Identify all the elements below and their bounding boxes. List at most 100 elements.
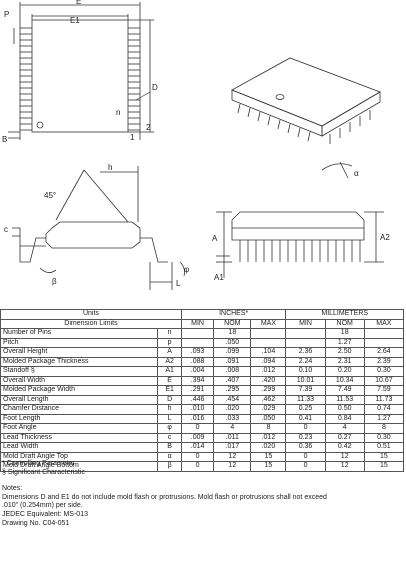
dimension-name: Chamfer Distance	[0, 404, 159, 415]
dimension-in-nom: .033	[213, 413, 252, 424]
top-view-right-leads	[128, 27, 140, 131]
notes-heading: Notes:	[2, 485, 23, 493]
in-min-header: MIN	[180, 318, 215, 329]
dimension-mm-min: 0.36	[285, 442, 326, 453]
dimension-mm-nom: 18	[324, 328, 365, 339]
dimension-in-nom: .020	[213, 404, 252, 415]
dimension-mm-max: 10.67	[363, 375, 405, 386]
dimension-symbol: h	[157, 404, 182, 415]
package-drawing: E E1 P D B n 1 2 h 45° c β φ L α A A1 A2	[2, 0, 390, 290]
dimension-name: Molded Package Width	[0, 385, 159, 396]
label-alpha: α	[354, 169, 359, 178]
dimension-in-max: .420	[250, 375, 287, 386]
dimension-mm-max: 15	[363, 451, 405, 462]
label-e1: E1	[70, 16, 80, 25]
dimension-in-min: .004	[180, 366, 215, 377]
dimension-in-nom: 4	[213, 423, 252, 434]
dimension-mm-nom: 4	[324, 423, 365, 434]
dimension-in-max: .020	[250, 442, 287, 453]
dimension-symbol: A1	[157, 366, 182, 377]
label-45: 45°	[44, 191, 56, 200]
dimension-mm-max: 11.73	[363, 394, 405, 405]
dimension-in-nom: 18	[213, 328, 252, 339]
dimension-symbol: L	[157, 413, 182, 424]
dimension-name: Lead Thickness	[0, 432, 159, 443]
label-two: 2	[146, 123, 151, 132]
dimension-mm-min: 7.39	[285, 385, 326, 396]
top-view-left-leads	[20, 27, 32, 131]
dimension-in-nom: .454	[213, 394, 252, 405]
dimension-name: Lead Width	[0, 442, 159, 453]
dimension-in-min: 0	[180, 461, 215, 472]
dimension-symbol: E	[157, 375, 182, 386]
table-header-row: Units INCHES* MILLIMETERS	[0, 309, 404, 320]
inches-header: INCHES*	[180, 309, 287, 320]
dimension-mm-nom: 2.31	[324, 356, 365, 367]
notes-line4: Drawing No. C04-051	[2, 519, 70, 527]
dimension-mm-nom: 11.53	[324, 394, 365, 405]
dimension-in-min: .394	[180, 375, 215, 386]
dimension-in-max: 8	[250, 423, 287, 434]
dimension-in-min: .088	[180, 356, 215, 367]
dimension-mm-min	[285, 337, 326, 348]
dimension-in-max: .012	[250, 366, 287, 377]
dimension-mm-min: 0.41	[285, 413, 326, 424]
dimension-in-nom: .091	[213, 356, 252, 367]
dimension-in-min: .016	[180, 413, 215, 424]
label-c: c	[4, 225, 8, 234]
dimension-mm-min	[285, 328, 326, 339]
dimension-mm-min: 0	[285, 423, 326, 434]
dimension-symbol: n	[157, 328, 182, 339]
dimension-in-min: .014	[180, 442, 215, 453]
label-one: 1	[130, 133, 135, 142]
dimension-symbol: φ	[157, 423, 182, 434]
label-a: A	[212, 234, 218, 243]
table-subheader-row: Dimension Limits MIN NOM MAX MIN NOM MAX	[0, 318, 405, 329]
dimension-mm-nom: 0.84	[324, 413, 365, 424]
notes-block: * Controlling Parameter § Significant Ch…	[2, 460, 327, 528]
label-phi: φ	[184, 265, 189, 274]
top-view-body	[31, 19, 129, 133]
dimension-mm-nom: 0.20	[324, 366, 365, 377]
dimension-name: Number of Pins	[0, 328, 159, 339]
dimension-mm-min: 0.10	[285, 366, 326, 377]
dimension-symbol: p	[157, 337, 182, 348]
dimension-in-nom: .017	[213, 442, 252, 453]
dimension-symbol: D	[157, 394, 182, 405]
dimension-in-max	[250, 337, 287, 348]
label-h: h	[108, 163, 112, 172]
dimension-name: Overall Height	[0, 347, 159, 358]
dimension-mm-nom: 0.42	[324, 442, 365, 453]
dimension-mm-nom: 12	[324, 451, 365, 462]
dimension-in-nom: 12	[213, 461, 252, 472]
label-e-top: E	[76, 0, 81, 6]
side-view	[12, 166, 185, 290]
dimension-mm-max: 15	[363, 461, 405, 472]
millimeters-header: MILLIMETERS	[285, 309, 404, 320]
dimension-in-min: .010	[180, 404, 215, 415]
notes-line2: .010" (0.254mm) per side.	[2, 502, 83, 510]
dimensions-table: Units INCHES* MILLIMETERS Dimension Limi…	[0, 309, 405, 472]
dimension-name: Foot Angle	[0, 423, 159, 434]
dimension-mm-max: 0.30	[363, 366, 405, 377]
dimension-mm-max	[363, 337, 405, 348]
dimension-in-nom: .407	[213, 375, 252, 386]
pin1-marker	[36, 121, 44, 129]
dimension-in-max: .012	[250, 432, 287, 443]
dimension-mm-nom: 1.27	[324, 337, 365, 348]
dimension-mm-min: 2.36	[285, 347, 326, 358]
label-beta: β	[52, 277, 57, 286]
dimension-in-max: .104	[250, 347, 287, 358]
label-n: n	[116, 108, 120, 117]
dimension-symbol: E1	[157, 385, 182, 396]
dimension-name: Molded Package Thickness	[0, 356, 159, 367]
dimension-mm-max: 2.64	[363, 347, 405, 358]
notes-line1: Dimensions D and E1 do not include mold …	[2, 493, 327, 501]
